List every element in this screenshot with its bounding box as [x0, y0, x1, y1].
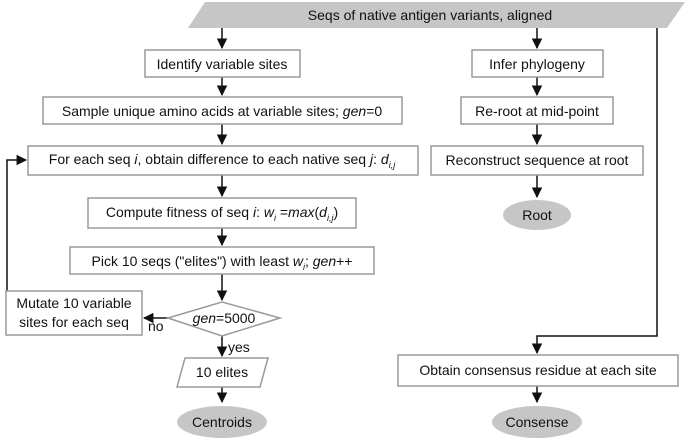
connectors — [6, 28, 658, 404]
consensus-label: Obtain consensus residue at each site — [419, 362, 657, 378]
elites-label: 10 elites — [196, 364, 248, 380]
identify-label: Identify variable sites — [157, 56, 288, 72]
header-node: Seqs of native antigen variants, aligned — [188, 2, 685, 28]
consense-shape — [492, 406, 582, 438]
consense-node: Consense — [492, 406, 582, 438]
fitness-label: Compute fitness of seq i: wi =max(di,j) — [106, 204, 338, 223]
mutate-label-line2: sites for each seq — [19, 314, 129, 330]
pick-label: Pick 10 seqs ("elites") with least wi; g… — [92, 253, 353, 272]
mutate-box: Mutate 10 variable sites for each seq — [5, 290, 143, 336]
mutate-label-line1: Mutate 10 variable — [16, 295, 131, 311]
reconstruct-box: Reconstruct sequence at root — [430, 145, 644, 176]
decision-node: gen=5000 — [165, 301, 283, 337]
pick-box: Pick 10 seqs ("elites") with least wi; g… — [69, 246, 375, 275]
no-label: no — [148, 318, 164, 334]
reroot-label: Re-root at mid-point — [475, 103, 599, 119]
centroids-label: Centroids — [192, 414, 252, 430]
root-shape — [503, 200, 571, 230]
phylogeny-label: Infer phylogeny — [489, 56, 585, 72]
consense-label: Consense — [505, 414, 568, 430]
foreach-box: For each seq i, obtain difference to eac… — [27, 145, 419, 176]
identify-box: Identify variable sites — [144, 49, 301, 78]
arrow-header-consensus — [531, 28, 658, 355]
elites-shape — [176, 357, 269, 388]
header-shape — [188, 2, 685, 28]
foreach-label: For each seq i, obtain difference to eac… — [49, 151, 396, 170]
yes-label: yes — [228, 339, 250, 355]
reconstruct-label: Reconstruct sequence at root — [446, 152, 629, 168]
consensus-box: Obtain consensus residue at each site — [397, 354, 679, 387]
sample-label: Sample unique amino acids at variable si… — [62, 103, 382, 119]
header-title: Seqs of native antigen variants, aligned — [308, 7, 552, 23]
centroids-shape — [177, 406, 267, 438]
decision-shape — [165, 301, 283, 337]
fitness-box: Compute fitness of seq i: wi =max(di,j) — [87, 197, 357, 229]
elites-node: 10 elites — [176, 357, 269, 388]
root-node: Root — [503, 200, 571, 230]
phylogeny-box: Infer phylogeny — [471, 49, 604, 78]
root-label: Root — [522, 207, 552, 223]
arrow-mutate-foreach — [6, 154, 28, 291]
centroids-node: Centroids — [177, 406, 267, 438]
reroot-box: Re-root at mid-point — [460, 96, 614, 125]
decision-label: gen=5000 — [193, 310, 256, 326]
sample-box: Sample unique amino acids at variable si… — [42, 96, 403, 125]
